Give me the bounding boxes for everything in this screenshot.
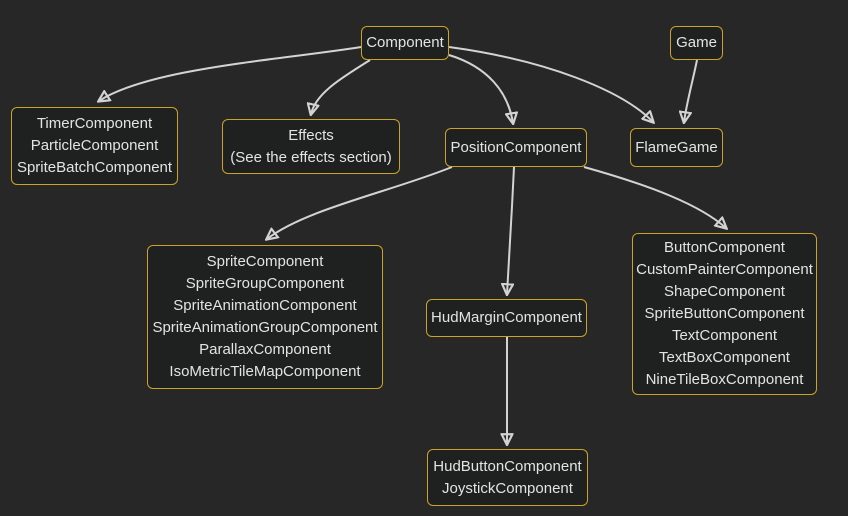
edge-component-flamegame xyxy=(448,46,653,122)
node-label: Effects xyxy=(288,126,334,144)
node-label: SpriteBatchComponent xyxy=(16,159,173,176)
node-hudbutton-group: HudButtonComponent JoystickComponent xyxy=(427,449,588,506)
node-hudmargin-component: HudMarginComponent xyxy=(426,299,587,337)
node-label: IsoMetricTileMapComponent xyxy=(169,363,361,380)
node-label: NineTileBoxComponent xyxy=(645,371,804,388)
node-flamegame: FlameGame xyxy=(630,128,723,167)
node-label: TextComponent xyxy=(671,327,778,344)
node-label: ShapeComponent xyxy=(664,283,785,300)
node-label: ParticleComponent xyxy=(30,137,159,154)
node-label: Component xyxy=(366,34,444,51)
edge-game-flamegame xyxy=(684,59,698,122)
node-label: HudButtonComponent xyxy=(433,457,582,475)
node-label: TextBoxComponent xyxy=(659,349,790,366)
edge-position-render-group xyxy=(583,166,726,228)
edge-component-timer-group xyxy=(99,46,362,101)
node-label: (See the effects section) xyxy=(230,148,392,166)
node-label: SpriteComponent xyxy=(206,253,324,270)
node-effects: Effects (See the effects section) xyxy=(222,119,400,174)
node-sprite-group: SpriteComponent SpriteGroupComponent Spr… xyxy=(147,245,383,389)
node-label: ParallaxComponent xyxy=(199,341,331,358)
edge-position-sprite-group xyxy=(267,166,453,239)
node-label: HudMarginComponent xyxy=(431,309,582,326)
node-label: PositionComponent xyxy=(450,138,582,156)
edge-component-effects xyxy=(311,59,371,114)
node-label: Game xyxy=(676,34,717,51)
node-position-component: PositionComponent xyxy=(445,128,587,167)
edge-position-hudmargin xyxy=(507,166,515,294)
node-component: Component xyxy=(361,26,449,60)
node-label: SpriteButtonComponent xyxy=(644,305,805,322)
node-label: ButtonComponent xyxy=(664,239,785,256)
node-game: Game xyxy=(670,26,723,60)
node-label: CustomPainterComponent xyxy=(636,261,813,278)
edge-component-position xyxy=(448,54,513,123)
node-label: SpriteAnimationComponent xyxy=(173,297,357,314)
node-render-group: ButtonComponent CustomPainterComponent S… xyxy=(632,233,817,395)
node-label: TimerComponent xyxy=(36,115,153,132)
node-label: SpriteGroupComponent xyxy=(185,275,345,292)
node-timer-group: TimerComponent ParticleComponent SpriteB… xyxy=(11,107,178,185)
node-label: FlameGame xyxy=(635,138,718,156)
node-label: SpriteAnimationGroupComponent xyxy=(152,319,378,336)
node-label: JoystickComponent xyxy=(442,479,573,497)
